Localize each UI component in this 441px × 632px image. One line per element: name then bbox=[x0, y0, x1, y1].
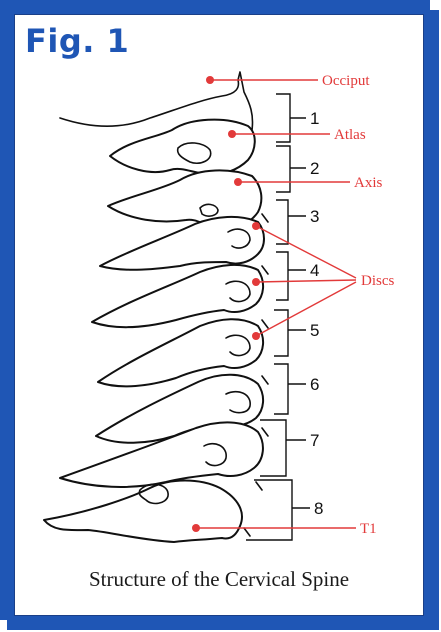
label-axis: Axis bbox=[354, 175, 383, 191]
segment-number-2: 2 bbox=[310, 159, 319, 178]
segment-number-4: 4 bbox=[310, 261, 319, 280]
vertebra-atlas bbox=[110, 120, 255, 175]
label-t1: T1 bbox=[360, 521, 377, 537]
segment-number-5: 5 bbox=[310, 321, 319, 340]
disc-edges bbox=[244, 214, 268, 536]
vertebra-c3 bbox=[100, 217, 264, 270]
label-atlas: Atlas bbox=[334, 127, 366, 143]
segment-number-3: 3 bbox=[310, 207, 319, 226]
segment-brackets bbox=[246, 94, 310, 540]
segment-number-1: 1 bbox=[310, 109, 319, 128]
label-discs: Discs bbox=[361, 273, 394, 289]
segment-number-6: 6 bbox=[310, 375, 319, 394]
figure-caption: Structure of the Cervical Spine bbox=[14, 567, 424, 592]
segment-number-8: 8 bbox=[314, 499, 323, 518]
label-occiput: Occiput bbox=[322, 73, 370, 89]
vertebra-t1 bbox=[44, 481, 242, 543]
vertebra-c4 bbox=[92, 265, 263, 327]
segment-number-7: 7 bbox=[310, 431, 319, 450]
